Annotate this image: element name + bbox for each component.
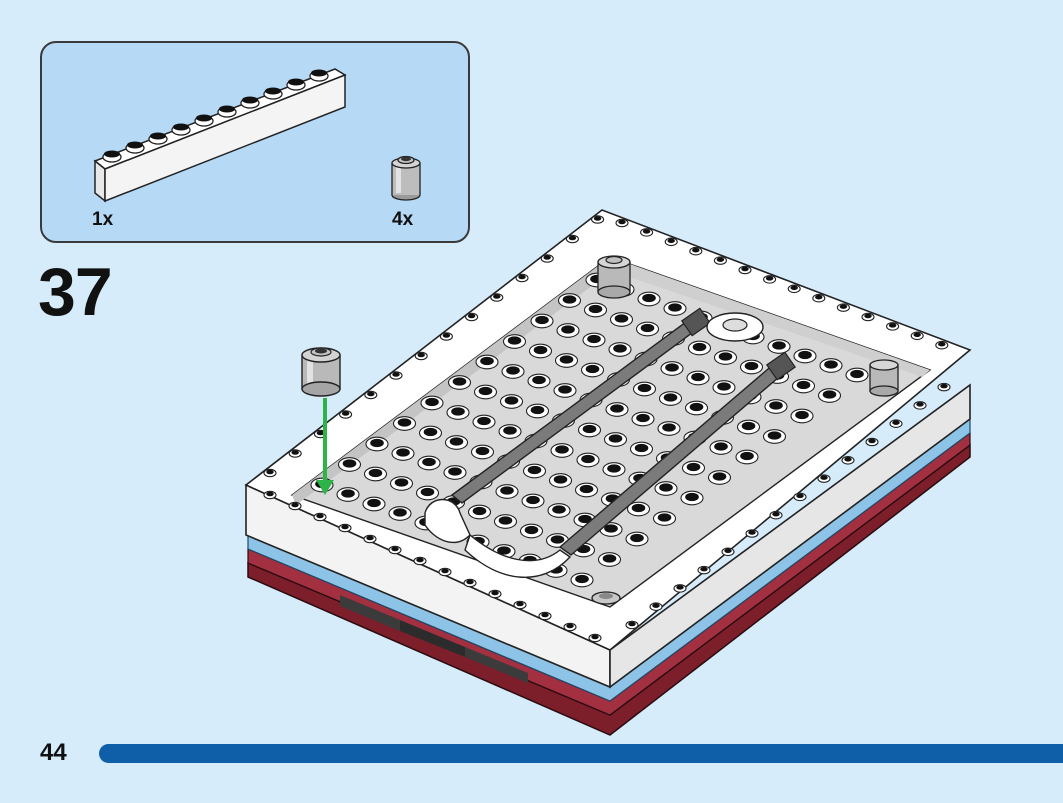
installed-round-bricks xyxy=(591,255,899,605)
model-illustration xyxy=(244,209,972,736)
page-number: 44 xyxy=(40,739,67,766)
parts-callout: 1x 4x xyxy=(40,41,470,243)
quantity-label-round-brick: 4x xyxy=(392,209,414,230)
step-number: 37 xyxy=(38,254,113,330)
floor-studs xyxy=(310,272,869,588)
placement-arrow-icon xyxy=(316,398,334,495)
progress-bar xyxy=(99,744,1063,763)
quantity-label-brick: 1x xyxy=(92,209,114,230)
hoses xyxy=(424,307,797,578)
white-brick-1x10-icon xyxy=(93,68,347,203)
gray-round-brick-icon xyxy=(391,155,421,201)
rim-studs xyxy=(263,215,951,643)
new-round-brick xyxy=(301,347,341,397)
